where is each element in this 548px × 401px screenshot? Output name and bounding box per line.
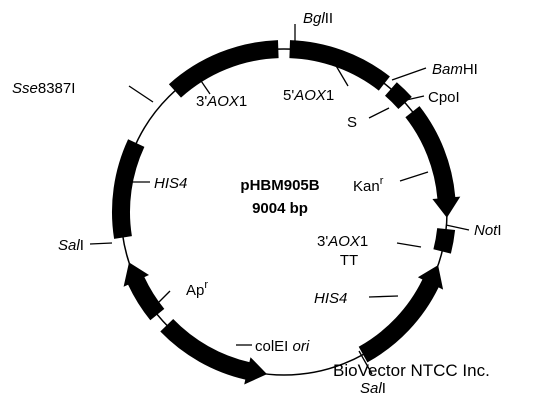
his4-right-leader (368, 295, 399, 298)
site-sali-left-label: SalI (58, 237, 84, 254)
feature-s-block (385, 82, 412, 109)
feature-kan-arrow (405, 106, 461, 218)
site-cpoi-label: CpoI (428, 89, 460, 106)
leader-lines (89, 24, 470, 375)
sali-bottom-leader (358, 350, 373, 375)
feature-3aox1-block (168, 40, 279, 98)
bamhi-leader (391, 67, 427, 81)
feature-3aox1-label: 3'AOX1 (196, 93, 247, 110)
feature-kan-label: Kanr (353, 175, 384, 195)
sali-left-leader (89, 242, 113, 245)
aox-right-leader (334, 63, 349, 87)
feature-amp-label: Apr (186, 279, 208, 299)
cpoi-leader (401, 95, 425, 102)
feature-blocks (111, 40, 461, 385)
feature-his4-left-block (111, 139, 145, 239)
feature-3aox1-tt-label: 3'AOX1 (317, 233, 368, 250)
watermark: BioVector NTCC Inc. (333, 361, 490, 380)
feature-s-label: S (347, 114, 357, 131)
sse-leader (128, 85, 154, 103)
site-bamhi-label: BamHI (432, 61, 478, 78)
plasmid-size: 9004 bp (252, 200, 308, 217)
feature-tt-label: TT (340, 252, 358, 269)
site-noti-label: NotI (474, 222, 502, 239)
feature-his4-left-label: HIS4 (154, 175, 187, 192)
tt-leader (396, 242, 422, 248)
feature-amp-arrow (123, 262, 165, 321)
aox-left-leader (196, 74, 211, 95)
site-bglii-label: BglII (303, 10, 333, 27)
site-sali-bottom-label: SalI (360, 380, 386, 397)
feature-colei-label: colEI ori (255, 338, 310, 355)
site-sse8387i-label: Sse8387I (12, 80, 75, 97)
feature-his4-right-label: HIS4 (314, 290, 347, 307)
kan-leader (399, 171, 429, 182)
feature-3aox1-tt-block (433, 228, 456, 254)
feature-5aox1-label: 5'AOX1 (283, 87, 334, 104)
plasmid-name: pHBM905B (240, 177, 319, 194)
feature-his4-right-arrow (358, 265, 444, 363)
s-leader (368, 107, 390, 119)
feature-colei-arrow (160, 319, 267, 385)
amp-leader (155, 290, 171, 306)
feature-5aox1-block (289, 40, 390, 91)
noti-leader (445, 224, 470, 231)
